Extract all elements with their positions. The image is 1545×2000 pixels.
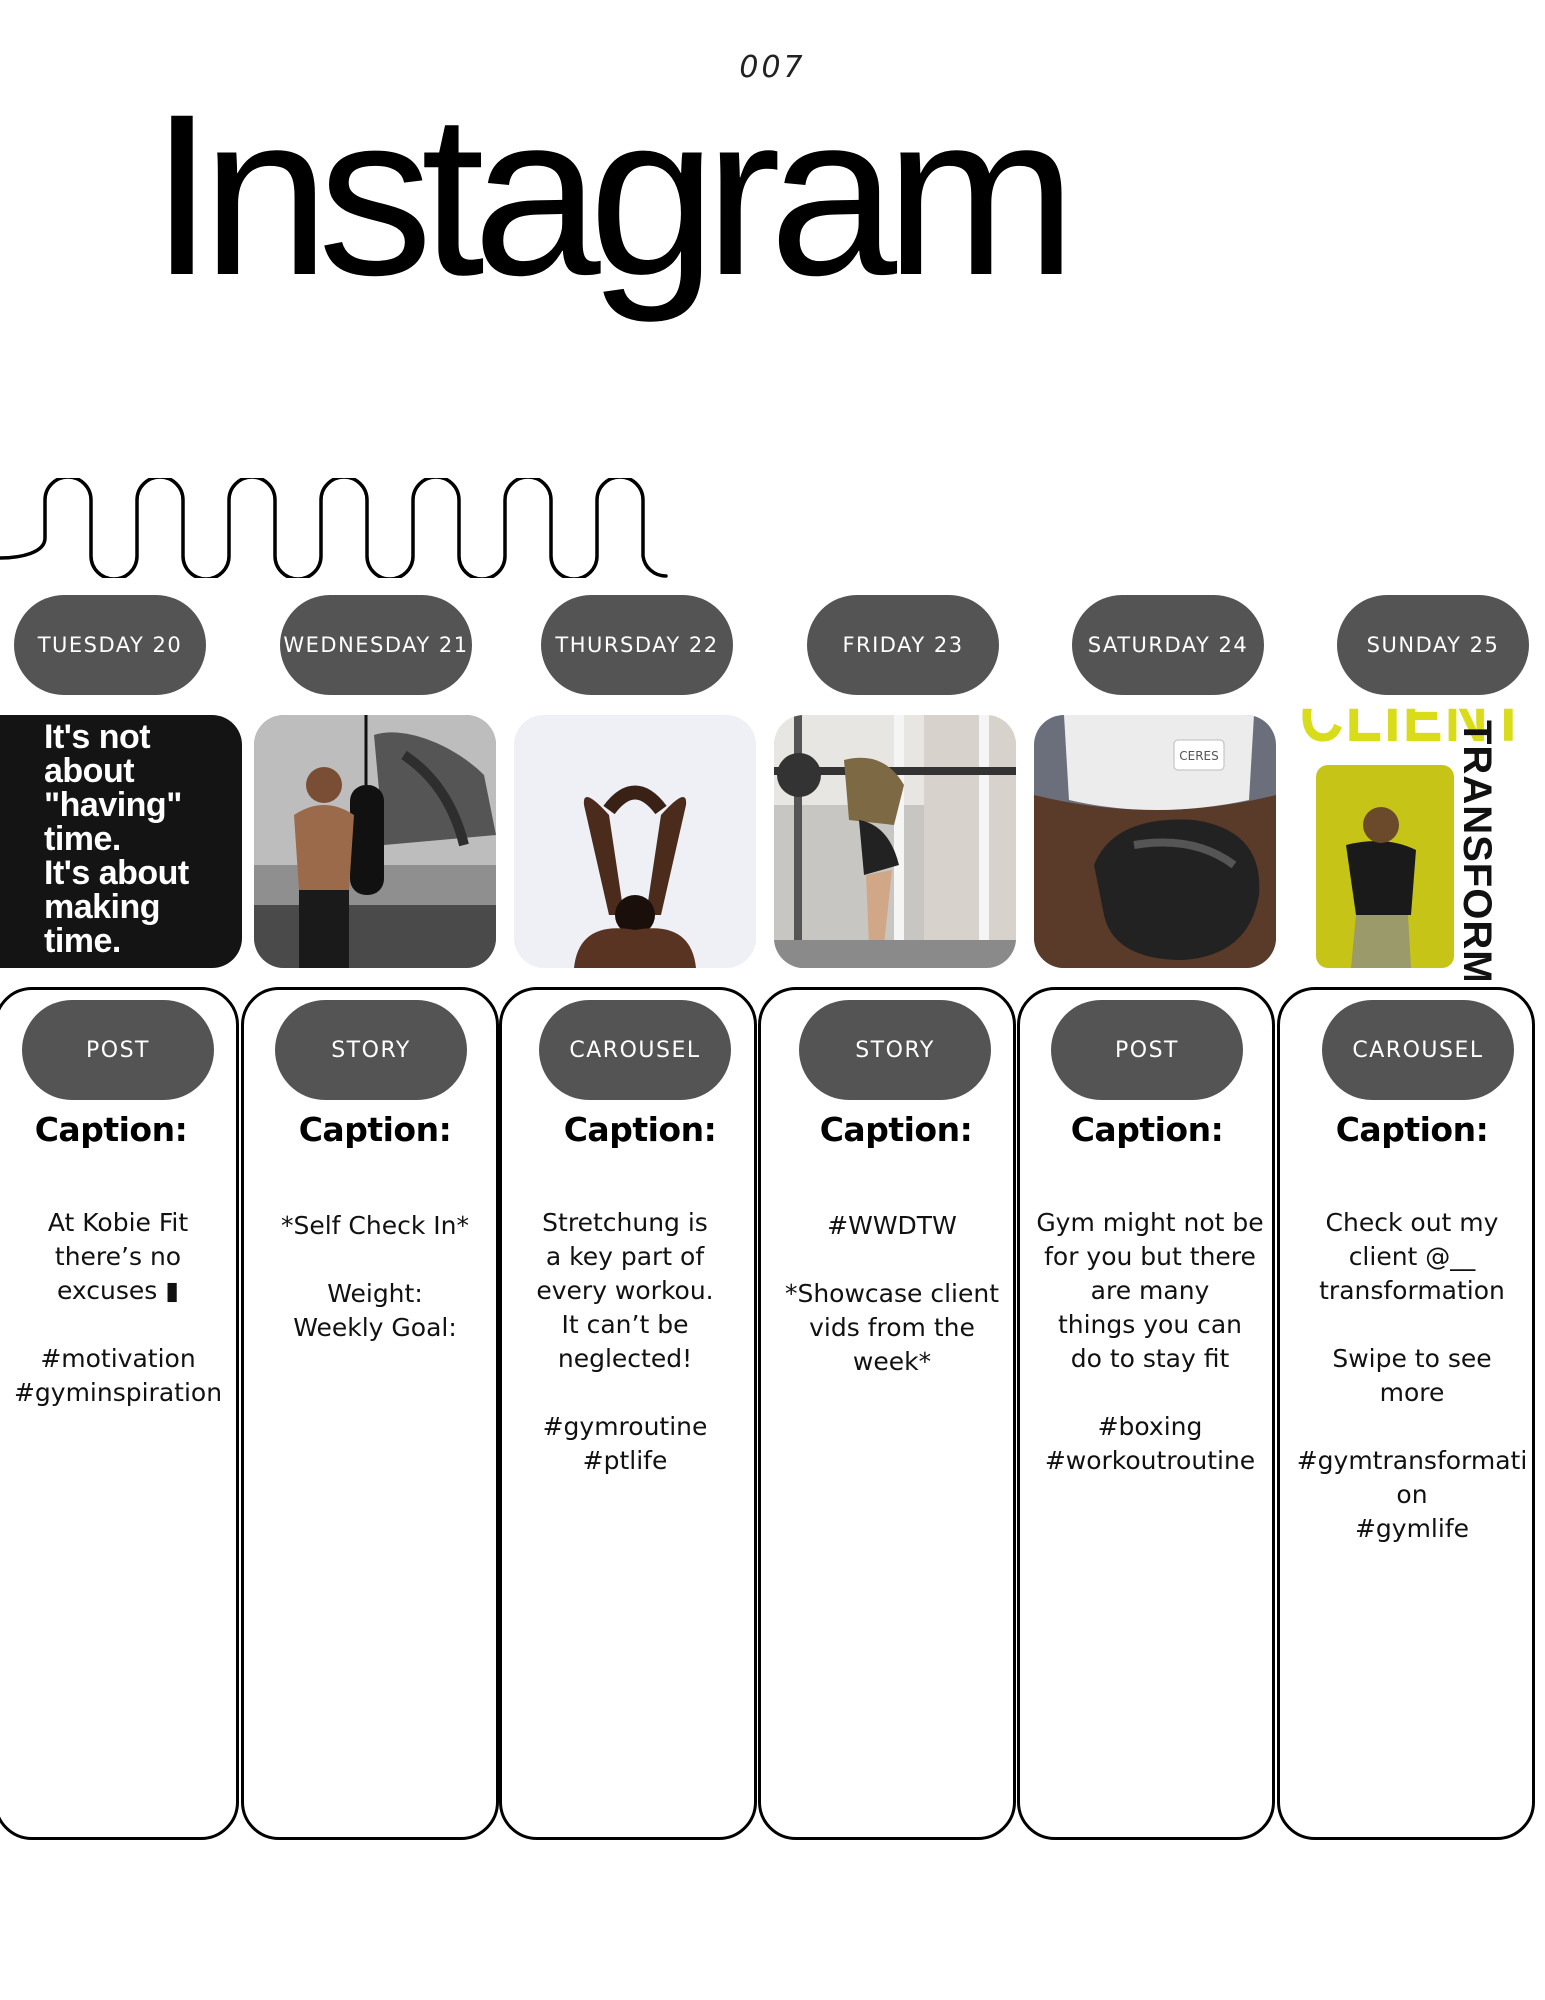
day-pill-wednesday[interactable]: WEDNESDAY 21 — [280, 595, 472, 695]
caption-label-thursday: Caption: — [563, 1110, 717, 1149]
day-card-wednesday — [241, 987, 499, 1840]
post-type-wednesday[interactable]: STORY — [275, 1000, 467, 1100]
thumbnail-gym-mirror-selfie[interactable] — [254, 715, 496, 968]
caption-text-friday: #WWDTW *Showcase client vids from the we… — [784, 1211, 1000, 1376]
thumbnail-client-transformation[interactable] — [1296, 715, 1538, 968]
thumbnail-boxing-glove[interactable]: CERES — [1034, 715, 1276, 968]
caption-label-tuesday: Caption: — [34, 1110, 188, 1149]
day-card-sunday — [1277, 987, 1535, 1840]
thumbnail-quote[interactable] — [0, 715, 242, 968]
caption-text-saturday: Gym might not be for you but there are m… — [1036, 1208, 1264, 1475]
post-type-thursday[interactable]: CAROUSEL — [539, 1000, 731, 1100]
client-word: CLIENT — [1300, 676, 1529, 757]
caption-label-wednesday: Caption: — [298, 1110, 452, 1149]
caption-label-friday: Caption: — [819, 1110, 973, 1149]
post-type-sunday[interactable]: CAROUSEL — [1322, 1000, 1514, 1100]
thumbnail-squat-rack[interactable] — [774, 715, 1016, 968]
day-pill-thursday[interactable]: THURSDAY 22 — [541, 595, 733, 695]
transformation-vertical-word: TRANSFORMATION — [1457, 720, 1497, 980]
day-card-friday — [758, 987, 1016, 1840]
caption-text-thursday: Stretchung is a key part of every workou… — [536, 1208, 714, 1475]
brand-tag-text: CERES — [1179, 749, 1219, 763]
caption-text-wednesday: *Self Check In* Weight: Weekly Goal: — [280, 1211, 469, 1342]
day-pill-saturday[interactable]: SATURDAY 24 — [1072, 595, 1264, 695]
thumbnail-stretching[interactable] — [514, 715, 756, 968]
post-type-tuesday[interactable]: POST — [22, 1000, 214, 1100]
page-number: 007 — [739, 50, 806, 85]
day-pill-sunday[interactable]: SUNDAY 25 — [1337, 595, 1529, 695]
post-type-saturday[interactable]: POST — [1051, 1000, 1243, 1100]
day-card-saturday — [1017, 987, 1275, 1840]
squiggle-decoration — [0, 478, 668, 578]
day-pill-friday[interactable]: FRIDAY 23 — [807, 595, 999, 695]
caption-text-sunday: Check out my client @__ transformation S… — [1296, 1208, 1528, 1543]
caption-text-tuesday: At Kobie Fit there’s no excuses ▮ #motiv… — [13, 1208, 223, 1407]
post-type-friday[interactable]: STORY — [799, 1000, 991, 1100]
caption-label-sunday: Caption: — [1335, 1110, 1489, 1149]
caption-label-saturday: Caption: — [1070, 1110, 1224, 1149]
day-pill-tuesday[interactable]: TUESDAY 20 — [14, 595, 206, 695]
page-title: Instagram — [150, 66, 1077, 323]
day-card-thursday — [499, 987, 757, 1840]
quote-text: It's not about "having" time. It's about… — [44, 718, 189, 960]
day-card-tuesday — [0, 987, 239, 1840]
